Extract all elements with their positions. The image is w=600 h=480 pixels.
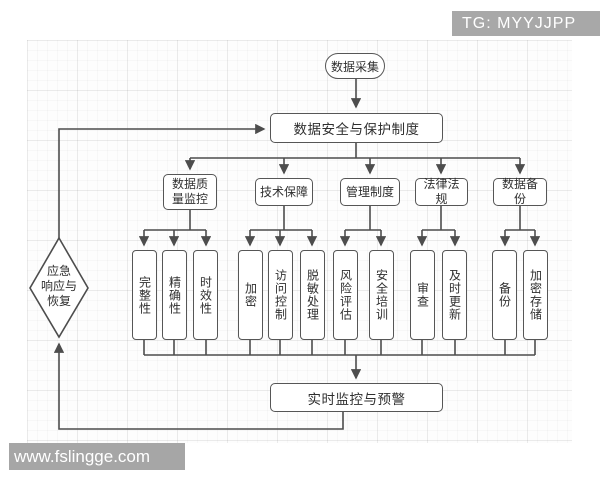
emergency-response-node: 应急 响应与 恢复 bbox=[31, 264, 87, 309]
emergency-line-1: 应急 bbox=[46, 264, 71, 278]
leaf-node-backup: 备份 bbox=[492, 250, 517, 340]
leaf-node-risk-assessment: 风险评估 bbox=[333, 250, 358, 340]
category-node-technical-support: 技术保障 bbox=[255, 178, 313, 206]
category-node-management-system: 管理制度 bbox=[340, 178, 400, 206]
leaf-node-encryption: 加密 bbox=[238, 250, 263, 340]
leaf-node-accuracy: 精确性 bbox=[162, 250, 187, 340]
emergency-line-2: 响应与 bbox=[40, 279, 77, 293]
site-watermark-badge: www.fslingge.com bbox=[9, 443, 185, 470]
leaf-node-timeliness: 时效性 bbox=[193, 250, 218, 340]
grid-background bbox=[27, 40, 572, 443]
emergency-line-3: 恢复 bbox=[46, 294, 71, 308]
leaf-node-timely-update: 及时更新 bbox=[442, 250, 467, 340]
tg-watermark-badge: TG: MYYJJPP bbox=[452, 11, 600, 36]
leaf-node-desensitization: 脱敏处理 bbox=[300, 250, 325, 340]
leaf-node-security-training: 安全培训 bbox=[369, 250, 394, 340]
leaf-node-completeness: 完整性 bbox=[132, 250, 157, 340]
category-node-data-backup: 数据备份 bbox=[493, 177, 547, 206]
category-node-laws-regulations: 法律法规 bbox=[415, 177, 468, 206]
monitor-node-realtime-monitoring-warning: 实时监控与预警 bbox=[270, 383, 443, 412]
start-node-data-collection: 数据采集 bbox=[325, 53, 385, 79]
category-node-data-quality-monitoring: 数据质量监控 bbox=[163, 174, 217, 210]
leaf-node-encrypted-storage: 加密存储 bbox=[523, 250, 548, 340]
leaf-node-review: 审查 bbox=[410, 250, 435, 340]
policy-node-data-security-protection: 数据安全与保护制度 bbox=[270, 113, 443, 143]
leaf-node-access-control: 访问控制 bbox=[268, 250, 293, 340]
